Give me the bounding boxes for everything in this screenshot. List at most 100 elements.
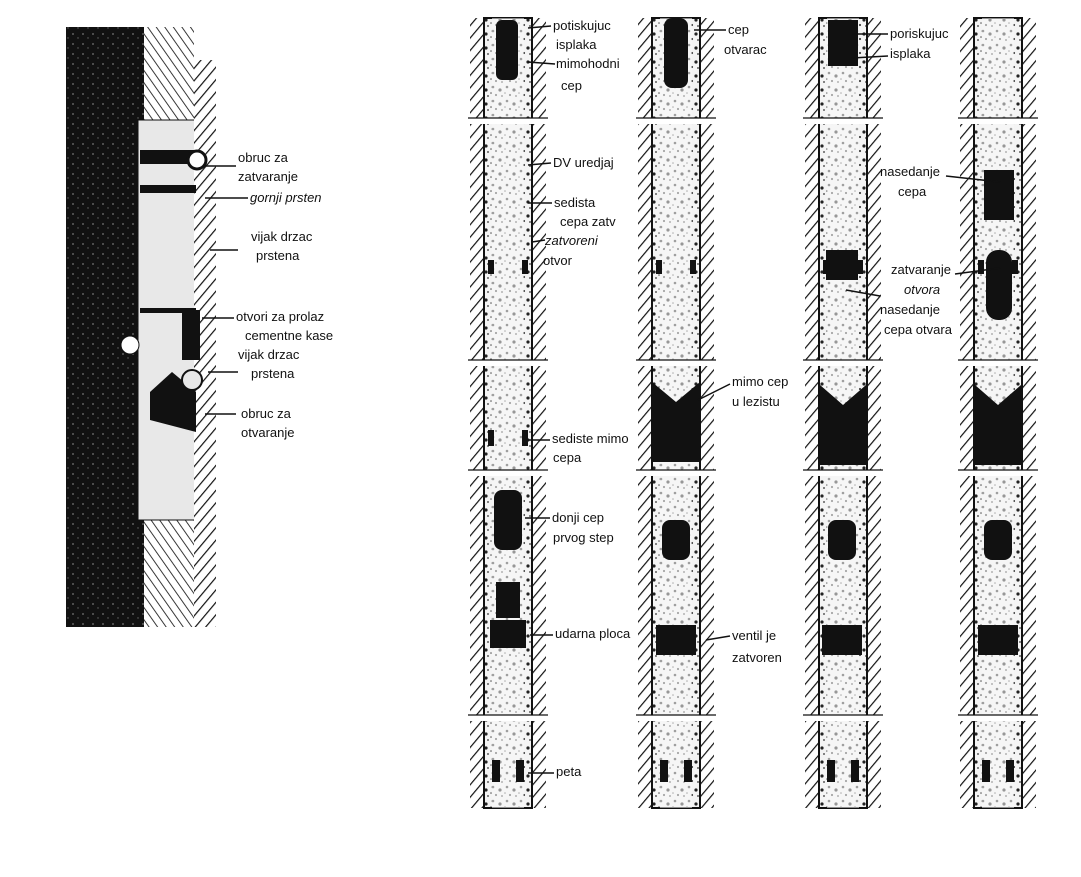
column-3-valve-closed xyxy=(822,625,862,655)
left-panel-labels: obruc za zatvaranje gornji prsten vijak … xyxy=(236,150,333,440)
column-2-joint-2 xyxy=(636,360,716,366)
label-nasedanje-otvara-2: cepa otvara xyxy=(884,322,953,337)
label-ventil-2: zatvoren xyxy=(732,650,782,665)
label-zatvaranje-2: otvora xyxy=(904,282,940,297)
column-1-seat-right xyxy=(522,430,528,446)
column-2-opening-plug xyxy=(664,18,688,88)
column-1-joint-3 xyxy=(468,470,548,476)
column-2-lower-plug xyxy=(662,520,690,560)
label-poriskujuc-2: isplaka xyxy=(890,46,931,61)
column-3-opening-plug xyxy=(826,250,858,280)
column-1-port-right xyxy=(522,260,528,274)
label-vijak-1-1: vijak drzac xyxy=(251,229,313,244)
column-1-baffle-plate xyxy=(490,620,526,648)
column-3-bypass-seated xyxy=(820,385,866,465)
closing-ring-bead xyxy=(186,149,208,171)
label-gornji-prsten: gornji prsten xyxy=(250,190,322,205)
column-4-joint-2 xyxy=(958,360,1038,366)
column-4-shoe-right xyxy=(1006,760,1014,782)
label-potiskujuc-1: potiskujuc xyxy=(553,18,611,33)
column-3-joint-2 xyxy=(803,360,883,366)
column-2-port-left xyxy=(656,260,662,274)
label-mimo-cep-1: mimo cep xyxy=(732,374,788,389)
label-otvori-1: otvori za prolaz xyxy=(236,309,324,324)
label-mimohodni-2: cep xyxy=(561,78,582,93)
column-1-port-left xyxy=(488,260,494,274)
column-1-joint-4 xyxy=(468,715,548,721)
column-2-joint-4 xyxy=(636,715,716,721)
column-2-bypass-seated xyxy=(652,382,700,462)
label-otvori-2: cementne kase xyxy=(245,328,333,343)
port-hole xyxy=(120,335,140,355)
label-zatvoreni-2: otvor xyxy=(543,253,573,268)
column-2-port-right xyxy=(690,260,696,274)
label-obruc-zatvaranje-2: zatvaranje xyxy=(238,169,298,184)
label-udarna-ploca: udarna ploca xyxy=(555,626,631,641)
label-vijak-2-2: prstena xyxy=(251,366,295,381)
casing-wall-dark xyxy=(66,27,144,627)
label-obruc-zatvaranje-1: obruc za xyxy=(238,150,289,165)
label-dv-uredjaj: DV uredjaj xyxy=(553,155,614,170)
column-1-plug-body xyxy=(496,582,520,618)
column-2-valve-closed xyxy=(656,625,696,655)
label-peta: peta xyxy=(556,764,582,779)
tool-detail-drawing xyxy=(66,27,216,627)
closing-ring xyxy=(140,150,196,164)
column-4-joint-1 xyxy=(958,118,1038,124)
column-4-joint-4 xyxy=(958,715,1038,721)
label-sediste-mimo-2: cepa xyxy=(553,450,582,465)
column-leader-lines xyxy=(525,25,1001,774)
column-4-shoe-left xyxy=(982,760,990,782)
label-obruc-otvaranje-1: obruc za xyxy=(241,406,292,421)
label-poriskujuc-1: poriskujuc xyxy=(890,26,949,41)
column-1-bottom-plug xyxy=(494,490,522,550)
opening-ring-bead xyxy=(181,369,203,391)
label-zatvoreni-1: zatvoreni xyxy=(544,233,599,248)
outer-sleeve xyxy=(194,60,216,627)
column-1-seat-left xyxy=(488,430,494,446)
label-nasedanje-otvara-1: nasedanje xyxy=(880,302,940,317)
label-nasedanje-2: cepa xyxy=(898,184,927,199)
column-3-joint-1 xyxy=(803,118,883,124)
column-4-valve-closed xyxy=(978,625,1018,655)
label-sediste-mimo-1: sediste mimo xyxy=(552,431,629,446)
column-3-shoe-right xyxy=(851,760,859,782)
column-4-closing-plug xyxy=(984,170,1014,220)
column-1-shoe-right xyxy=(516,760,524,782)
label-cep-otvarac-2: otvarac xyxy=(724,42,767,57)
label-zatvaranje-1: zatvaranje xyxy=(891,262,951,277)
column-1-joint-1 xyxy=(468,118,548,124)
label-sedista-1: sedista xyxy=(554,195,596,210)
label-donji-cep-2: prvog step xyxy=(553,530,614,545)
column-2-joint-3 xyxy=(636,470,716,476)
column-3-labels: poriskujuc isplaka nasedanje cepa zatvar… xyxy=(880,26,953,337)
column-3-port-right xyxy=(857,260,863,274)
column-3-shoe-left xyxy=(827,760,835,782)
column-3-lower-plug xyxy=(828,520,856,560)
column-4-port-right xyxy=(1012,260,1018,274)
column-2-labels: cep otvarac mimo cep u lezistu ventil je… xyxy=(724,22,788,665)
label-sedista-2: cepa zatv xyxy=(560,214,616,229)
column-1-bore xyxy=(492,18,524,808)
column-3-displacement-plug xyxy=(828,20,858,66)
column-1-shoe-left xyxy=(492,760,500,782)
column-3-joint-3 xyxy=(803,470,883,476)
column-4-joint-3 xyxy=(958,470,1038,476)
label-mimo-cep-2: u lezistu xyxy=(732,394,780,409)
label-cep-otvarac-1: cep xyxy=(728,22,749,37)
upper-ring xyxy=(140,185,196,193)
label-donji-cep-1: donji cep xyxy=(552,510,604,525)
label-nasedanje-1: nasedanje xyxy=(880,164,940,179)
column-1-joint-2 xyxy=(468,360,548,366)
column-2-joint-1 xyxy=(636,118,716,124)
label-vijak-2-1: vijak drzac xyxy=(238,347,300,362)
column-1-labels: potiskujuc isplaka mimohodni cep DV ured… xyxy=(543,18,631,779)
label-obruc-otvaranje-2: otvaranje xyxy=(241,425,294,440)
port-sleeve-top xyxy=(140,308,196,313)
column-2-shoe-right xyxy=(684,760,692,782)
label-ventil-1: ventil je xyxy=(732,628,776,643)
left-leader-lines xyxy=(202,165,248,415)
column-2-shoe-left xyxy=(660,760,668,782)
